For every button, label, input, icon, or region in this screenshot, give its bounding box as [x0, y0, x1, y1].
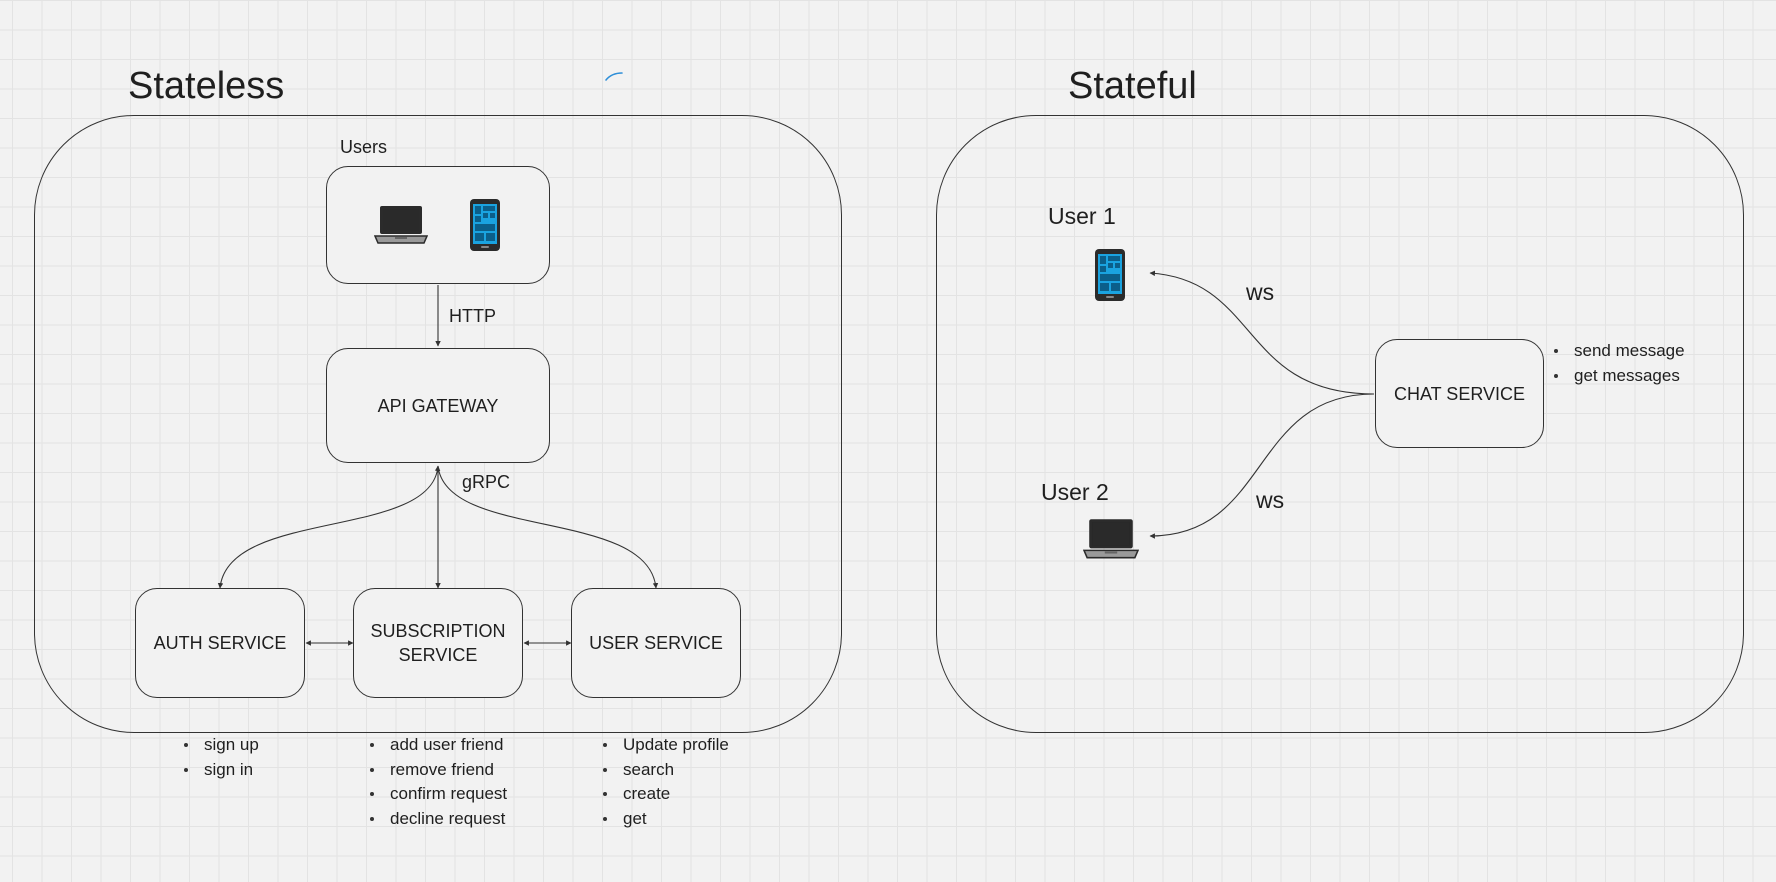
- users-box[interactable]: [326, 166, 550, 284]
- subscription-service-label-line2: SERVICE: [398, 645, 478, 665]
- chat-service-label: CHAT SERVICE: [1393, 383, 1526, 404]
- api-gateway-node[interactable]: API GATEWAY: [326, 348, 550, 463]
- user-service-operations: Update profile search create get: [599, 733, 729, 831]
- chat-service-operations: send message get messages: [1550, 339, 1685, 388]
- list-item: get: [599, 807, 729, 832]
- user2-label: User 2: [1041, 479, 1109, 505]
- list-item: search: [599, 758, 729, 783]
- list-item: Update profile: [599, 733, 729, 758]
- list-item: create: [599, 782, 729, 807]
- list-item: confirm request: [366, 782, 507, 807]
- smartphone-icon: [468, 198, 502, 252]
- list-item: add user friend: [366, 733, 507, 758]
- auth-service-operations: sign up sign in: [180, 733, 259, 782]
- ws-label-1: ws: [1246, 279, 1275, 305]
- api-gateway-label: API GATEWAY: [377, 395, 499, 416]
- auth-service-node[interactable]: AUTH SERVICE: [135, 588, 305, 698]
- http-label: HTTP: [449, 306, 496, 326]
- chat-service-node[interactable]: CHAT SERVICE: [1375, 339, 1544, 448]
- list-item: send message: [1550, 339, 1685, 364]
- list-item: decline request: [366, 807, 507, 832]
- auth-service-label: AUTH SERVICE: [153, 633, 287, 653]
- users-label: Users: [340, 137, 388, 157]
- laptop-icon: [1082, 517, 1140, 561]
- list-item: remove friend: [366, 758, 507, 783]
- list-item: get messages: [1550, 364, 1685, 389]
- list-item: sign in: [180, 758, 259, 783]
- subscription-service-label-line1: SUBSCRIPTION: [370, 621, 506, 641]
- subscription-service-node[interactable]: SUBSCRIPTION SERVICE: [353, 588, 523, 698]
- smartphone-icon: [1093, 247, 1127, 303]
- list-item: sign up: [180, 733, 259, 758]
- stateful-title: Stateful: [1068, 65, 1197, 107]
- stateful-frame[interactable]: [936, 115, 1744, 733]
- grpc-label: gRPC: [462, 472, 511, 492]
- laptop-icon: [373, 204, 429, 246]
- pen-scribble: [605, 72, 623, 81]
- stateless-frame[interactable]: [34, 115, 842, 733]
- user-service-node[interactable]: USER SERVICE: [571, 588, 741, 698]
- stateless-title: Stateless: [128, 65, 285, 107]
- user-service-label: USER SERVICE: [589, 633, 723, 653]
- ws-label-2: ws: [1256, 487, 1285, 513]
- user1-label: User 1: [1048, 203, 1116, 229]
- subscription-service-operations: add user friend remove friend confirm re…: [366, 733, 507, 831]
